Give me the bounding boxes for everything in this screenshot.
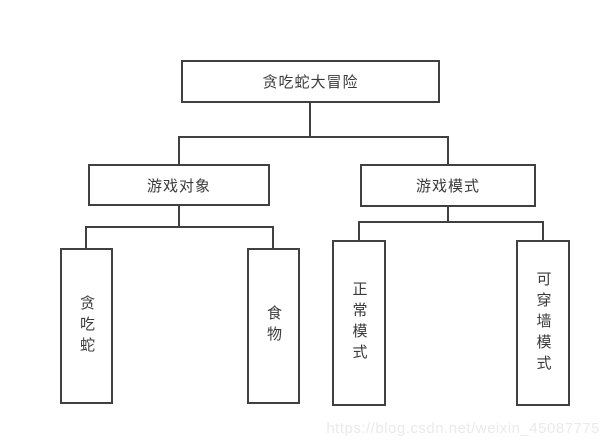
node-game-modes: 游戏模式	[360, 164, 536, 207]
connector-drop-snake	[85, 226, 87, 248]
node-root-snake-adventure: 贪吃蛇大冒险	[181, 60, 440, 103]
connector-root-stem	[309, 103, 311, 137]
node-snake: 贪吃蛇	[60, 248, 113, 404]
node-game-modes-label: 游戏模式	[415, 178, 480, 195]
connector-drop-game-modes	[447, 136, 449, 164]
node-root-label: 贪吃蛇大冒险	[262, 74, 359, 91]
connector-left-horizontal	[85, 226, 274, 228]
node-food-label: 食物	[265, 305, 282, 347]
node-wall-pass-mode-label: 可穿墙模式	[534, 270, 552, 376]
connector-top-horizontal	[178, 136, 449, 138]
node-wall-pass-mode: 可穿墙模式	[516, 240, 570, 406]
connector-drop-food	[272, 226, 274, 248]
csdn-watermark: https://blog.csdn.net/weixin_45087775	[326, 420, 600, 437]
node-normal-mode: 正常模式	[332, 240, 386, 406]
connector-game-modes-stem	[447, 207, 449, 223]
node-game-objects: 游戏对象	[88, 164, 270, 206]
node-game-objects-label: 游戏对象	[146, 177, 211, 195]
connector-drop-wall-pass-mode	[542, 221, 544, 240]
connector-drop-normal-mode	[358, 221, 360, 240]
connector-game-objects-stem	[178, 206, 180, 228]
node-food: 食物	[247, 248, 300, 404]
connector-right-horizontal	[358, 221, 544, 223]
node-normal-mode-label: 正常模式	[350, 281, 368, 365]
node-snake-label: 贪吃蛇	[78, 294, 95, 358]
connector-drop-game-objects	[178, 136, 180, 164]
